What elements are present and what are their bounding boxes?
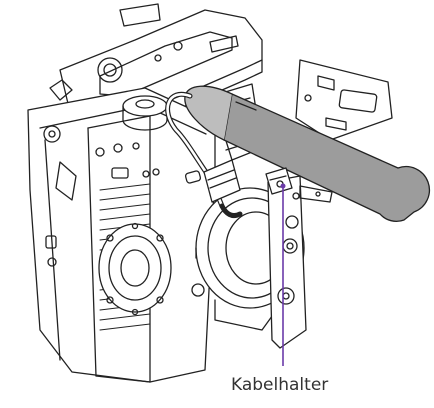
side-switch bbox=[45, 235, 57, 249]
mic-cable bbox=[165, 91, 243, 219]
lens-mount-plate bbox=[98, 222, 172, 316]
lens-release-button bbox=[191, 283, 205, 297]
handle-control-block bbox=[295, 59, 393, 141]
handle-dial-icon bbox=[97, 57, 123, 83]
microphone bbox=[184, 85, 431, 222]
callout-leader bbox=[280, 183, 286, 366]
right-side-panel bbox=[267, 175, 333, 349]
callout-label-cable-holder: Kabelhalter bbox=[231, 375, 329, 395]
accessory-shoe bbox=[119, 3, 161, 27]
body-dial-icon bbox=[43, 125, 61, 143]
